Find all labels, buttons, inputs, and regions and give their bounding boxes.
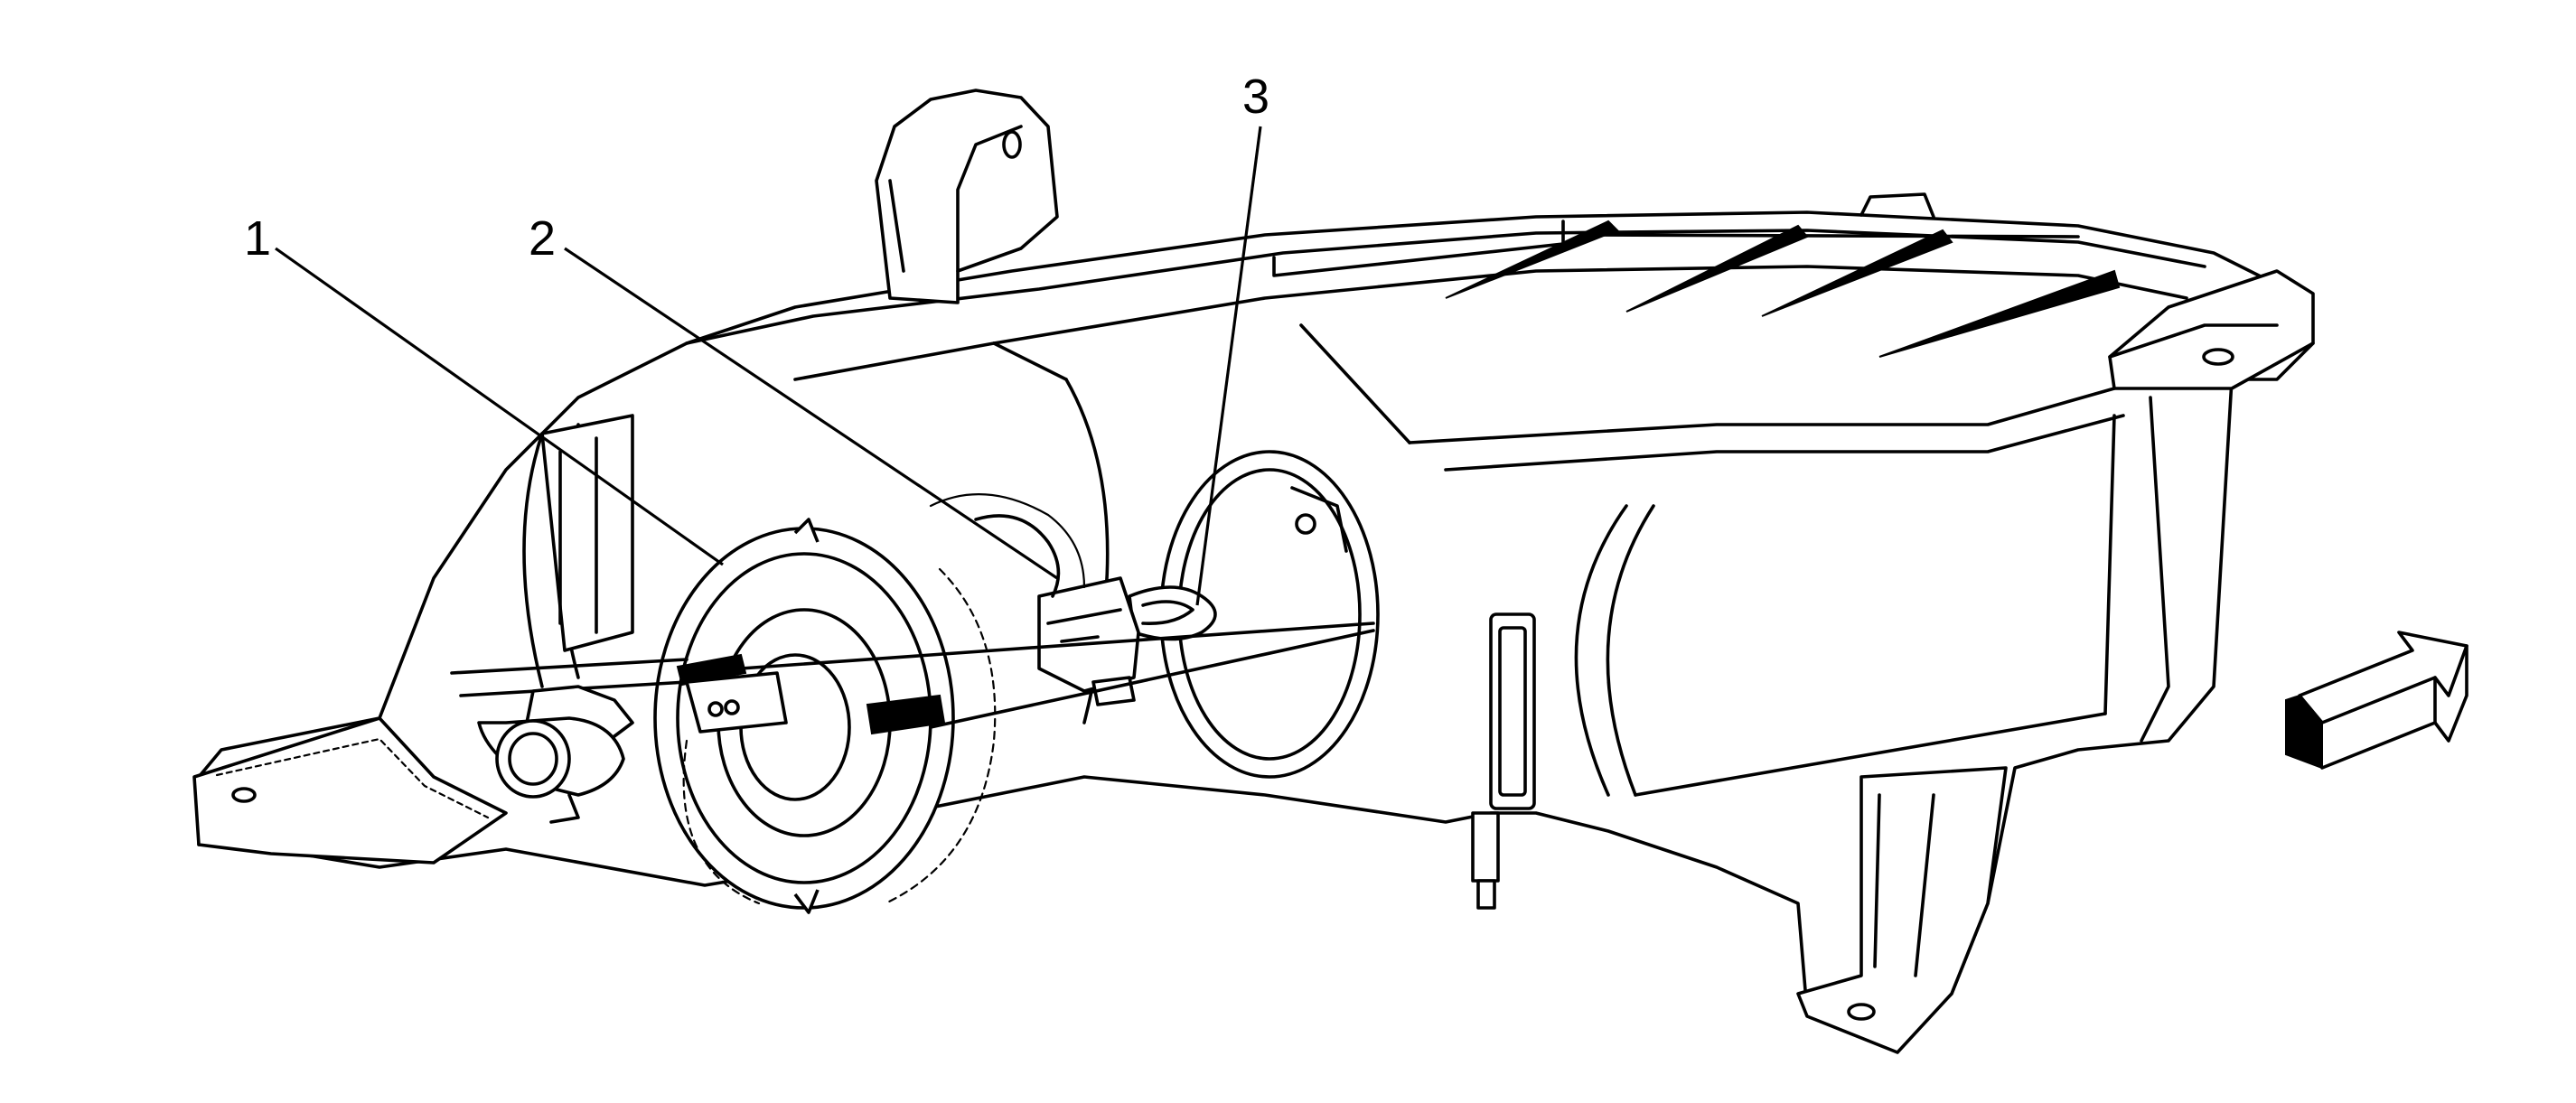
lower-right-bracket [1796,766,2008,1054]
electrical-connector [929,493,1140,706]
wiring-harness [450,658,688,824]
side-clip [1489,612,1536,810]
leader-line-3 [1195,126,1262,606]
top-ribs [1272,192,2121,358]
alignment-pin [1471,811,1500,910]
front-lens-frame [1408,387,2170,797]
rear-left-bracket [540,414,634,652]
left-lower-flange [192,716,508,865]
socket-plug [685,671,788,734]
adjuster-strap [676,622,1375,735]
headlamp-bulb [1128,585,1217,641]
leader-line-2 [564,247,1058,580]
callout-label-1: 1 [244,211,271,266]
right-mounting-tab [2108,269,2315,390]
callout-labels: 1 2 3 [244,70,1269,266]
upper-mounting-tab [875,89,1059,304]
leader-line-1 [275,247,724,566]
bulb-socket-cover [653,518,997,914]
front-direction-arrow-icon [2285,631,2468,770]
callout-label-3: 3 [1242,70,1269,124]
callout-label-2: 2 [529,211,556,266]
callout-leaders [275,126,1262,606]
